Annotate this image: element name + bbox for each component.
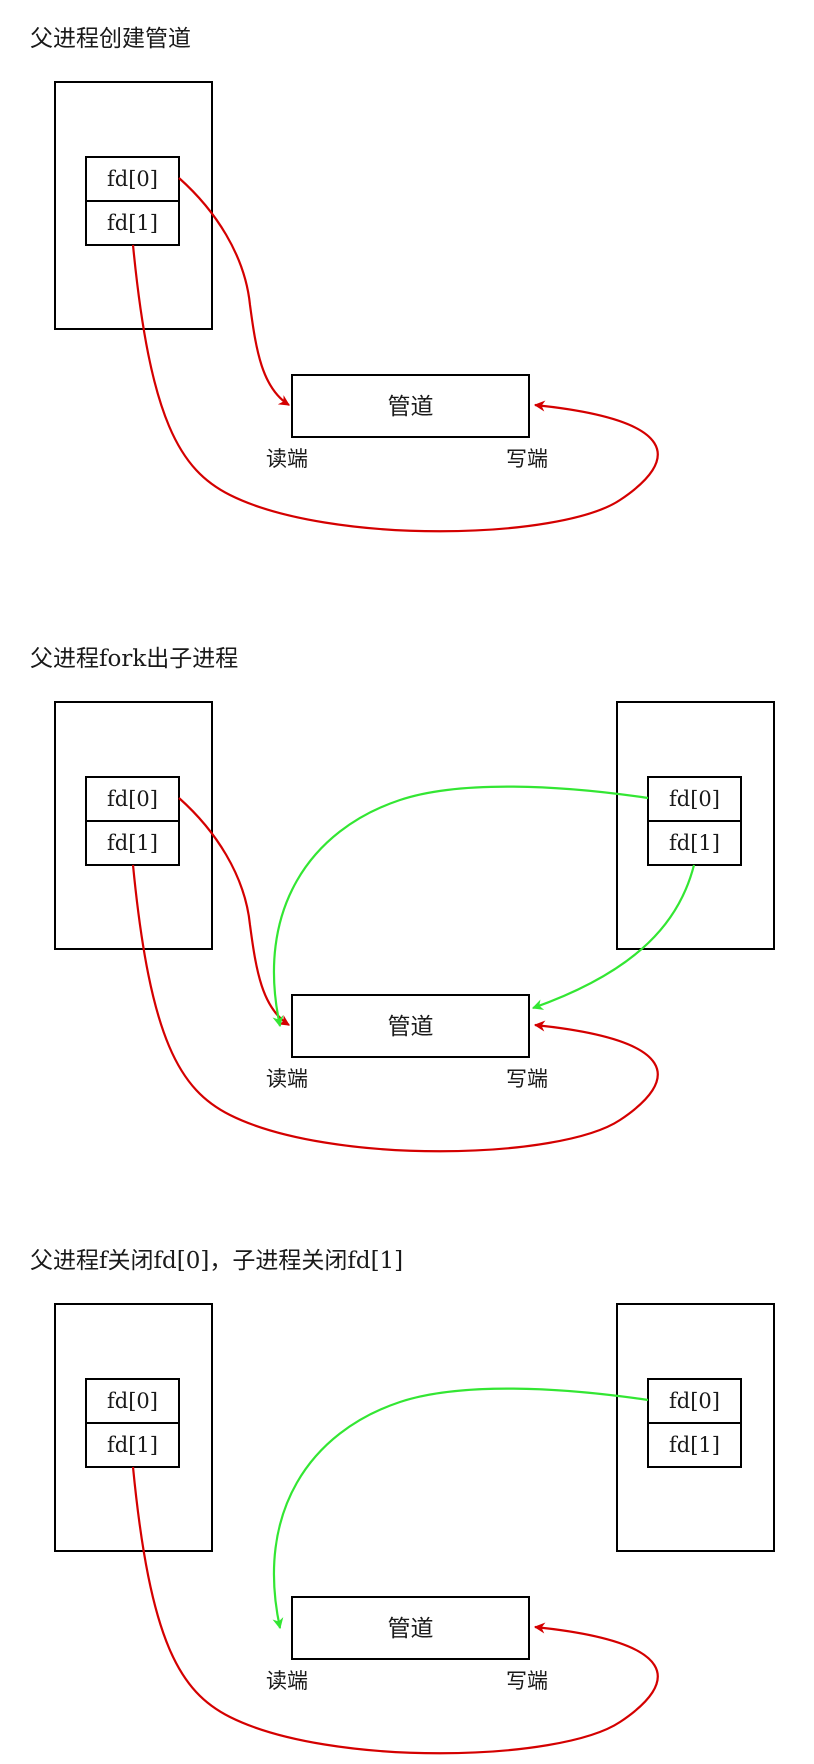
child-process-box	[616, 701, 775, 950]
read-end-label: 读端	[266, 447, 308, 471]
parent-fd1-to-write-arrow	[131, 864, 659, 1153]
parent-fd1-to-write-arrow	[131, 244, 659, 533]
wires	[131, 785, 696, 1153]
child-process: fd[0] fd[1]	[616, 701, 775, 950]
parent-fd1-to-write-arrow	[131, 1466, 659, 1755]
pipe-box	[291, 1596, 530, 1660]
pipe-label: 管道	[388, 1014, 434, 1040]
parent-process-box	[54, 1303, 213, 1552]
panel-3: 父进程f关闭fd[0]，子进程关闭fd[1]fd[0]fd[1]fd[0]fd[…	[30, 1248, 775, 1755]
read-end-label: 读端	[266, 1067, 308, 1091]
parent-fd1-label: fd[1]	[107, 1433, 158, 1457]
write-end-label: 写端	[506, 1669, 548, 1693]
write-end-label: 写端	[506, 447, 548, 471]
child-fd0-label: fd[0]	[669, 1389, 720, 1413]
parent-fd1-label: fd[1]	[107, 211, 158, 235]
pipe-label: 管道	[388, 394, 434, 420]
child-fd1-label: fd[1]	[669, 1433, 720, 1457]
child-fd0-label: fd[0]	[669, 787, 720, 811]
parent-fd0-label: fd[0]	[107, 787, 158, 811]
pipe-box	[291, 994, 530, 1058]
child-process: fd[0] fd[1]	[616, 1303, 775, 1552]
child-fd1-to-write-arrow	[531, 864, 696, 1010]
panel-title: 父进程创建管道	[30, 26, 191, 52]
parent-process: fd[0] fd[1]	[54, 81, 213, 330]
parent-fd0-to-read-arrow	[178, 177, 290, 406]
write-end-label: 写端	[506, 1067, 548, 1091]
child-process-box	[616, 1303, 775, 1552]
parent-process: fd[0] fd[1]	[54, 701, 213, 950]
child-fd0-to-read-arrow	[272, 785, 649, 1028]
panel-title: 父进程fork出子进程	[30, 646, 238, 672]
read-end-label: 读端	[266, 1669, 308, 1693]
wires	[131, 1387, 659, 1755]
pipe-label: 管道	[388, 1616, 434, 1642]
parent-fd1-label: fd[1]	[107, 831, 158, 855]
parent-process-box	[54, 701, 213, 950]
wires	[131, 177, 659, 533]
pipe-box	[291, 374, 530, 438]
parent-process: fd[0] fd[1]	[54, 1303, 213, 1552]
parent-fd0-label: fd[0]	[107, 167, 158, 191]
parent-fd0-label: fd[0]	[107, 1389, 158, 1413]
child-fd1-label: fd[1]	[669, 831, 720, 855]
panel-title: 父进程f关闭fd[0]，子进程关闭fd[1]	[30, 1248, 403, 1274]
child-fd0-to-read-arrow	[272, 1387, 649, 1630]
parent-process-box	[54, 81, 213, 330]
parent-fd0-to-read-arrow	[178, 797, 290, 1026]
